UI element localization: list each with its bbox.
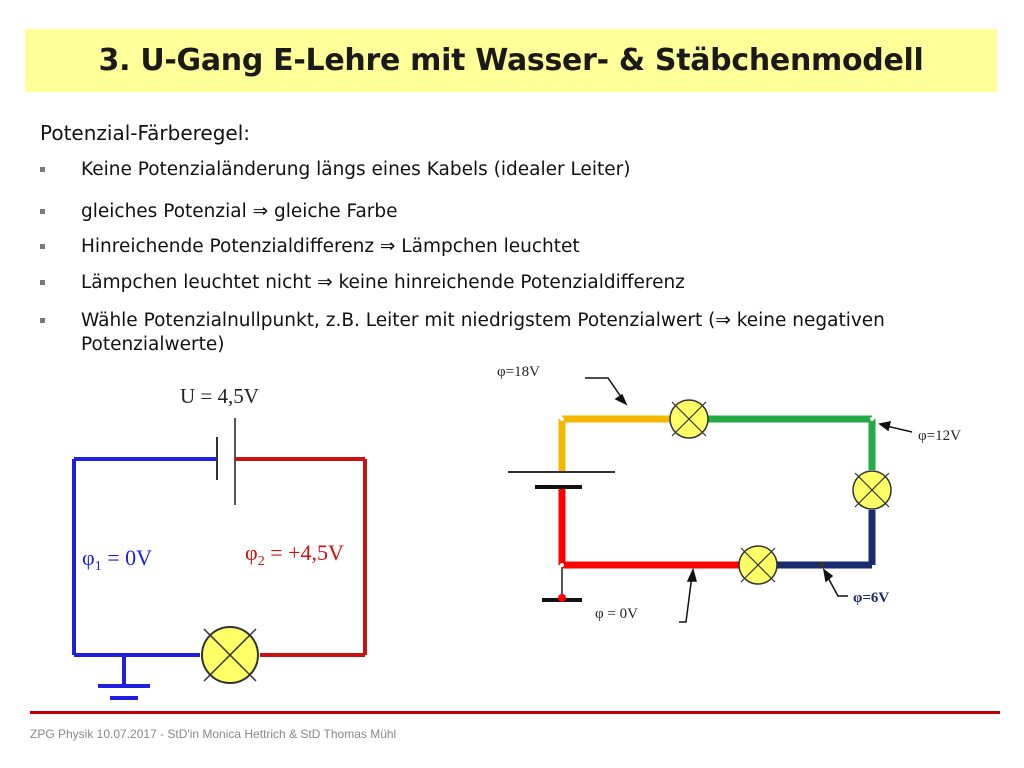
lamp-icon [738,545,778,585]
bullet-text: Hinreichende Potenzialdifferenz ⇒ Lämpch… [81,236,580,257]
pointer-arrow [679,567,697,623]
blue-wire [72,457,217,657]
green-wire [706,415,876,470]
phi-0-label: φ = 0V [595,606,638,622]
junction-dot [819,562,825,568]
junction-dot [560,563,564,567]
battery-symbol [508,471,615,489]
phi-6-label: φ=6V [853,590,889,606]
subheading: Potenzial-Färberegel: [40,121,251,145]
bullet-text: Keine Potenzialänderung längs eines Kabe… [81,159,631,180]
title-bar: 3. U-Gang E-Lehre mit Wasser- & Stäbchen… [25,29,997,92]
pointer-arrow [878,421,913,433]
red-wire [235,457,367,657]
pointer-arrow [585,377,628,406]
phi-18-label: φ=18V [497,364,540,380]
bullet-marker [40,244,45,249]
voltage-label: U = 4,5V [180,384,259,408]
bullet-marker [40,167,45,172]
phi2-label: φ2 = +4,5V [245,540,344,569]
footer-text: ZPG Physik 10.07.2017 - StD'in Monica He… [30,727,397,741]
bullet-text: Wähle Potenzialnullpunkt, z.B. Leiter mi… [81,310,885,355]
junction-dot [560,417,564,421]
footer-divider [30,711,1000,714]
bullet-text: gleiches Potenzial ⇒ gleiche Farbe [81,201,398,222]
navy-wire [776,510,876,569]
lamp-icon [852,470,892,510]
ground-symbol [98,657,150,700]
bullet-marker [40,318,45,323]
bullet-marker [40,209,45,214]
phi1-label: φ1 = 0V [82,545,152,574]
junction-dot [870,417,874,421]
slide-title: 3. U-Gang E-Lehre mit Wasser- & Stäbchen… [98,43,924,78]
yellow-wire [558,415,672,472]
lamp-icon [669,399,709,439]
bullet-text: Lämpchen leuchtet nicht ⇒ keine hinreich… [81,272,685,293]
pointer-arrow [822,568,848,597]
lamp-icon [201,626,259,684]
red-zero-wire [558,487,740,569]
bullet-marker [40,280,45,285]
phi-12-label: φ=12V [918,428,961,444]
ground-symbol [542,567,582,602]
